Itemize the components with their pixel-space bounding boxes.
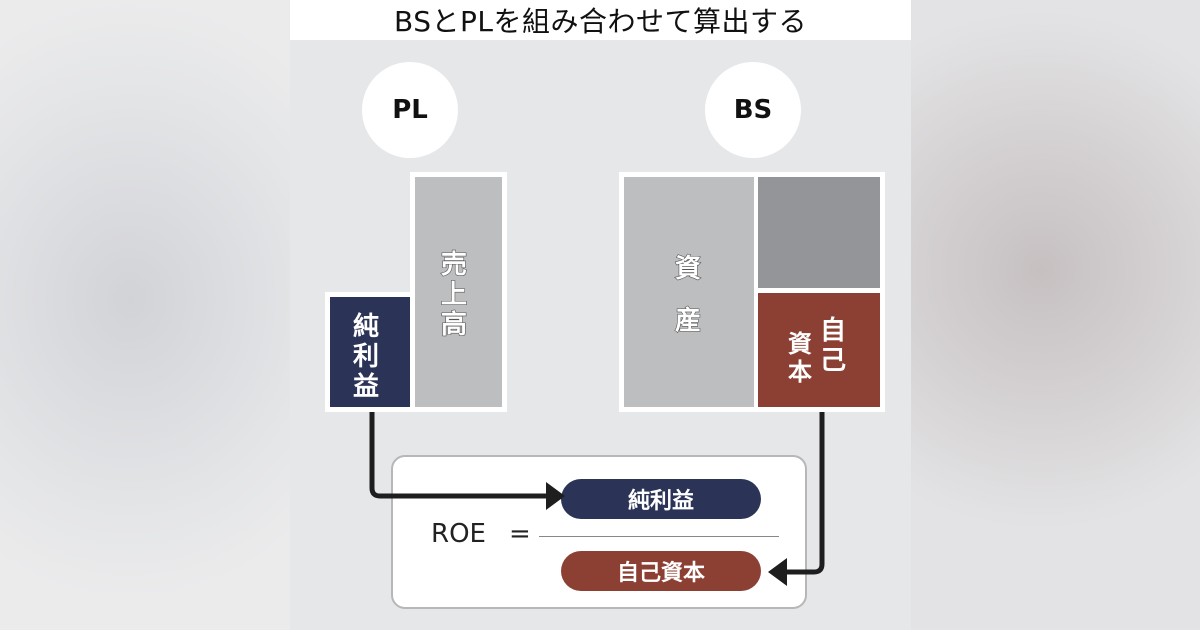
fraction-line — [539, 536, 779, 537]
sales-char: 売 — [440, 250, 468, 281]
assets-block: 資 産 — [624, 177, 754, 407]
background-right — [911, 0, 1200, 630]
diagram-title: BSとPLを組み合わせて算出する — [394, 5, 807, 38]
equity-char: 資 — [788, 330, 812, 358]
assets-char: 産 — [674, 305, 702, 336]
arrow-head-left-icon — [768, 558, 787, 586]
numerator-pill: 純利益 — [561, 479, 761, 519]
arrow-equity — [785, 412, 825, 575]
net-income-block: 純 利 益 — [325, 292, 415, 412]
bs-label: BS — [733, 95, 773, 125]
equity-char: 己 — [820, 345, 847, 376]
pl-label: PL — [392, 95, 428, 125]
liabilities-block — [758, 177, 880, 288]
title-bar: BSとPLを組み合わせて算出する — [290, 0, 911, 40]
equals-sign: = — [509, 519, 531, 549]
denominator-label: 自己資本 — [616, 561, 705, 586]
equity-char: 本 — [788, 357, 812, 386]
denominator-pill: 自己資本 — [561, 551, 761, 591]
sales-block: 売 上 高 — [410, 172, 507, 412]
net-income-char: 純 — [353, 312, 380, 342]
pl-circle: PL — [362, 62, 458, 158]
numerator-label: 純利益 — [627, 489, 694, 514]
equity-label-col2: 自 己 — [820, 316, 847, 377]
equity-char: 自 — [820, 316, 847, 346]
assets-char: 資 — [674, 254, 702, 285]
net-income-label: 純 利 益 — [353, 312, 380, 403]
sales-char: 高 — [440, 309, 468, 340]
equity-block: 自 己 資 本 — [758, 293, 880, 407]
arrow-head-right-icon — [546, 482, 565, 510]
formula-box: ROE = 純利益 自己資本 — [391, 455, 807, 609]
bs-circle: BS — [705, 62, 801, 158]
roe-label: ROE — [431, 519, 486, 549]
arrows-layer — [369, 412, 825, 586]
sales-char: 上 — [440, 279, 468, 310]
diagram-panel: BSとPLを組み合わせて算出する PL 売 上 高 純 利 益 BS 資 産 自… — [290, 0, 911, 630]
sales-label: 売 上 高 — [440, 250, 468, 341]
assets-label: 資 産 — [674, 254, 702, 337]
net-income-char: 益 — [353, 371, 380, 402]
arrow-net-income — [369, 412, 548, 499]
equity-label-col1: 資 本 — [788, 330, 812, 386]
net-income-char: 利 — [353, 341, 380, 372]
